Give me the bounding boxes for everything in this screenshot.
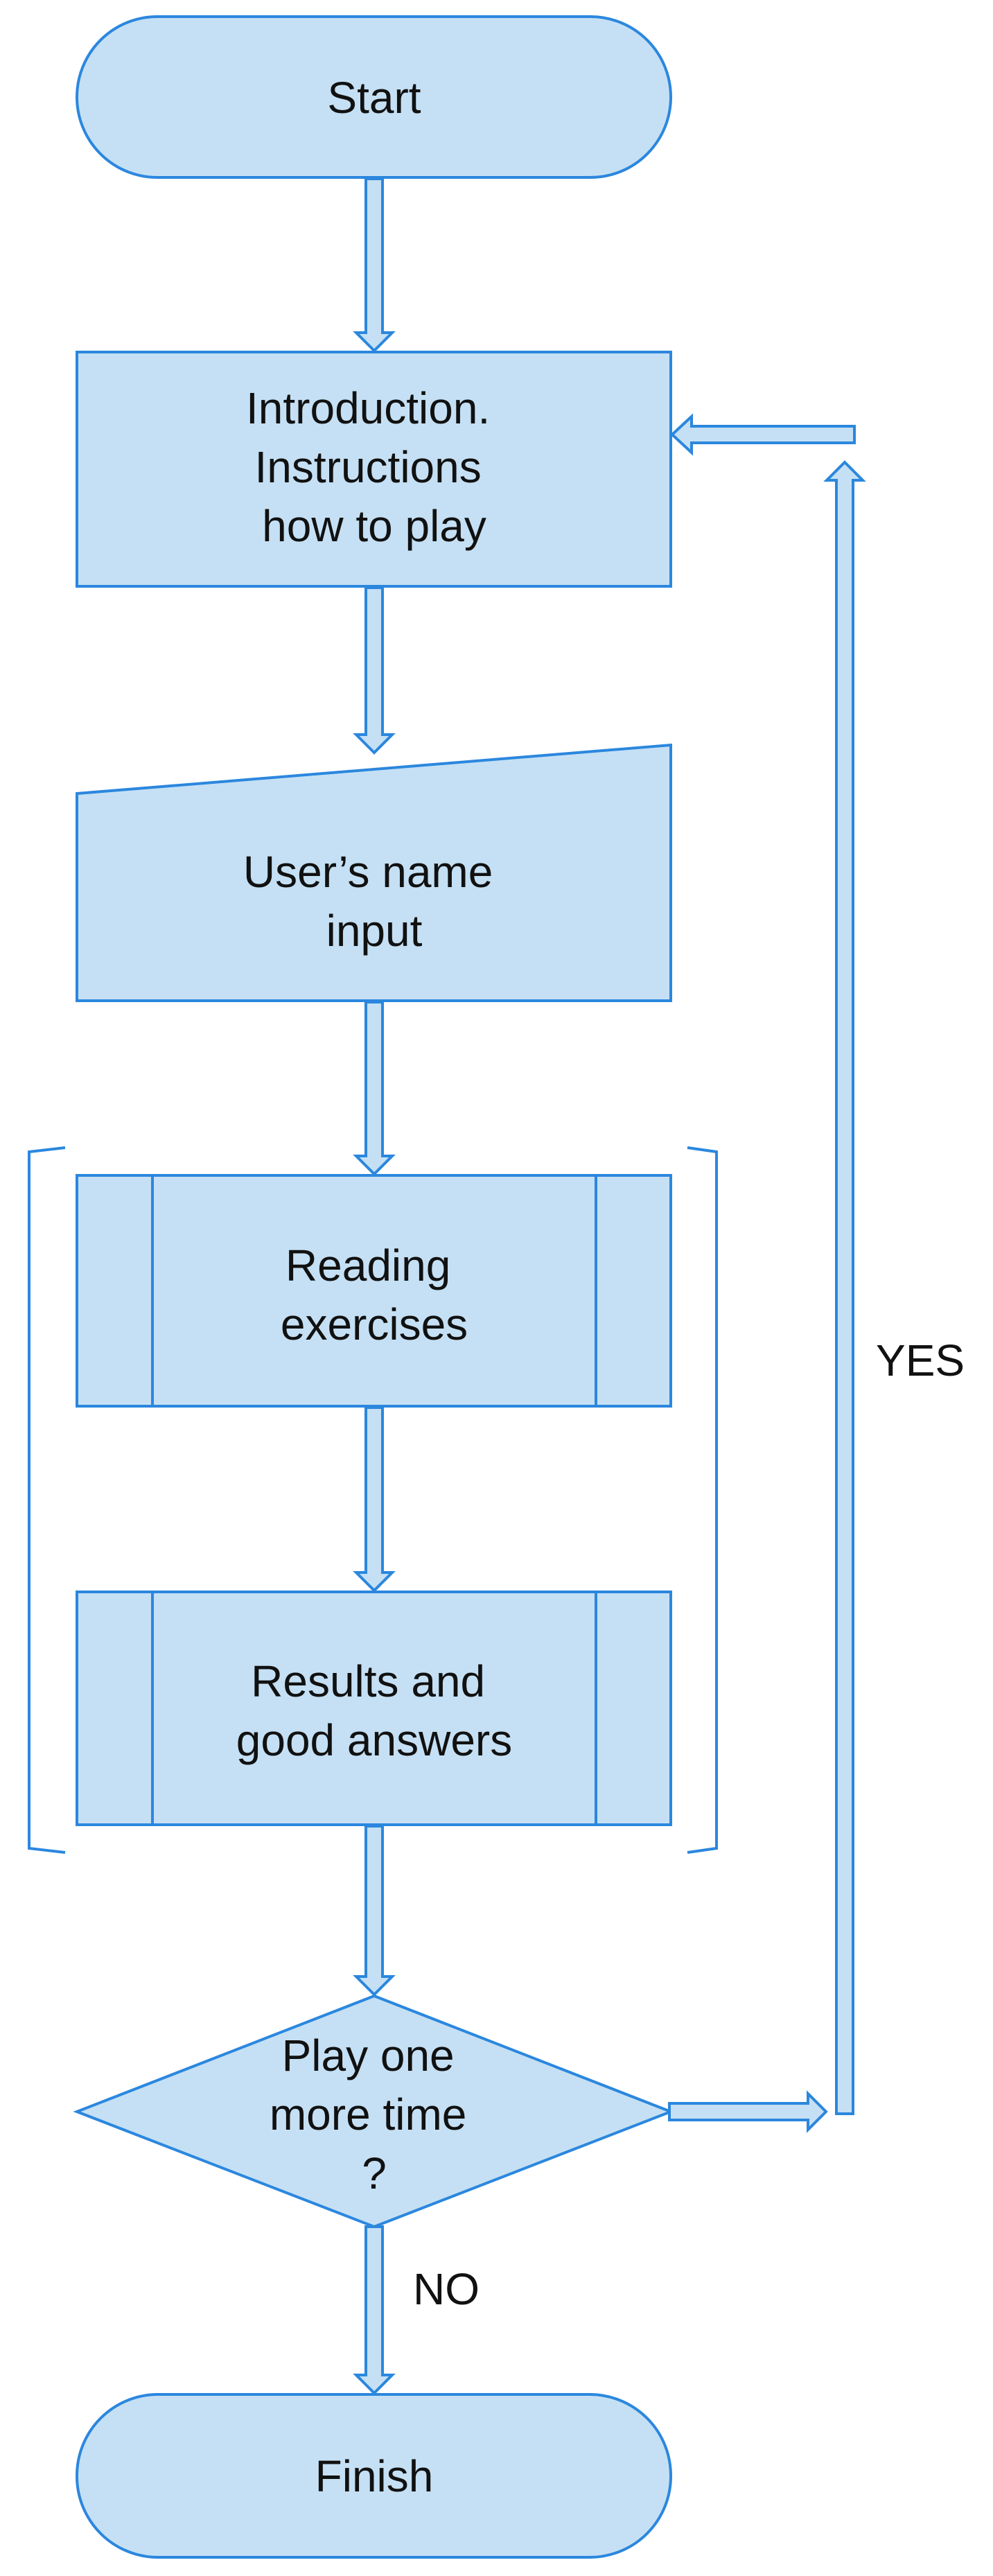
intro-process-shape [76, 351, 672, 588]
arrow-start-to-intro [353, 177, 396, 353]
decision-label: Play one more time ? [270, 2031, 479, 2198]
reading-label-line-1: Reading [285, 1241, 450, 1290]
results-label-line-2: good answers [236, 1715, 512, 1765]
node-decision: Play one more time ? [73, 1994, 675, 2229]
intro-label-line-1: Introduction. [246, 383, 490, 433]
arrow-loop-vertical [823, 460, 866, 2115]
finish-label: Finish [315, 2451, 434, 2501]
arrow-results-to-decision [353, 1825, 396, 1997]
node-intro: Introduction. Instructions how to play [76, 351, 672, 588]
arrow-decision-to-loop [668, 2090, 828, 2133]
start-label-line-1: Start [327, 73, 421, 123]
start-label: Start [327, 73, 421, 123]
arrow-decision-to-finish [353, 2225, 396, 2395]
reading-label-line-2: exercises [281, 1299, 468, 1349]
results-label: Results and good answers [236, 1656, 512, 1765]
decision-label-line-1: Play one [282, 2031, 455, 2080]
decision-label-line-3: ? [362, 2148, 387, 2198]
intro-label-line-3: how to play [262, 501, 486, 551]
results-label-line-1: Results and [251, 1656, 485, 1706]
intro-label-line-2: Instructions [254, 442, 481, 492]
reading-label: Reading exercises [281, 1241, 468, 1349]
node-reading: Reading exercises [76, 1174, 672, 1408]
node-start: Start [76, 15, 672, 179]
intro-label: Introduction. Instructions how to play [246, 383, 502, 551]
reading-predefined-process-shape [76, 1174, 672, 1408]
results-predefined-process-shape [76, 1591, 672, 1826]
name-input-manual-input-shape [76, 743, 672, 1002]
edge-label-yes: YES [876, 1335, 965, 1385]
decision-label-line-2: more time [270, 2089, 467, 2139]
finish-label-line-1: Finish [315, 2451, 434, 2501]
name-input-label: User’s name input [243, 847, 505, 956]
group-bracket-left [28, 1146, 66, 1854]
arrow-name-input-to-reading [353, 1001, 396, 1176]
node-finish: Finish [76, 2393, 672, 2559]
arrow-reading-to-results [353, 1406, 396, 1593]
node-results: Results and good answers [76, 1591, 672, 1826]
exercise-group-bracket [28, 1146, 718, 1854]
name-input-label-line-2: input [326, 906, 423, 956]
arrow-intro-to-name-input [353, 586, 396, 755]
node-name-input: User’s name input [76, 743, 672, 1002]
name-input-label-line-1: User’s name [243, 847, 493, 897]
arrow-loop-to-intro [670, 413, 856, 456]
edge-label-no: NO [413, 2264, 480, 2314]
group-bracket-right [687, 1146, 718, 1854]
